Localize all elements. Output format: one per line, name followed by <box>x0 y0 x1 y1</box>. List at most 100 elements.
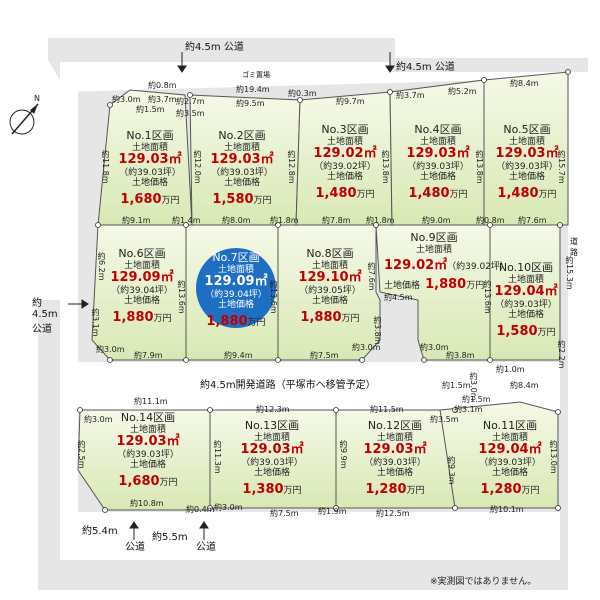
price-unit: 万円 <box>159 477 178 488</box>
dim-label: 約11.1m <box>134 397 168 406</box>
price-label: 土地価格 <box>253 468 290 479</box>
dim-label: 約9.0m <box>422 216 451 225</box>
price-label: 土地価格 <box>223 178 260 189</box>
price-label: 土地価格 <box>376 468 413 479</box>
road-top <box>60 62 570 92</box>
dim-label: 約5.2m <box>448 87 477 96</box>
lot-9-label: No.9区画 土地面積 129.02㎡（約39.02坪） 土地価格 1,880万… <box>384 231 509 293</box>
price-label: 土地価格 <box>129 460 166 471</box>
lot-area: 129.03㎡ <box>118 151 182 167</box>
lot-price: 1,480 <box>315 185 357 201</box>
dim-label: 約15.3m <box>565 256 574 290</box>
lot-13-label: No.13区画 土地面積 129.03㎡ （約39.03坪） 土地価格 1,38… <box>232 419 312 498</box>
lot-11-shape[interactable] <box>439 401 559 509</box>
lot-area: 129.03㎡ <box>210 151 274 167</box>
lot-10-shape[interactable] <box>489 224 561 361</box>
dim-label: 約1.5m <box>462 395 491 404</box>
area-label: 土地面積 <box>419 136 456 147</box>
price-label: 土地価格 <box>507 310 544 321</box>
lot-no: No.13区画 <box>244 419 300 432</box>
price-unit: 万円 <box>356 189 375 200</box>
lot-5-label: No.5区画 土地面積 129.03㎡ （約39.03坪） 土地価格 1,480… <box>487 123 567 202</box>
lot-1-shape[interactable] <box>97 89 193 226</box>
lot-7-label: No.7区画 土地面積 129.09㎡ （約39.04坪） 土地価格 1,880… <box>196 251 276 330</box>
north-compass: N <box>4 94 44 144</box>
price-label: 土地価格 <box>217 300 254 311</box>
lot-8-label: No.8区画 土地面積 129.10㎡ （約39.05坪） 土地価格 1,880… <box>290 247 370 326</box>
dim-label: 約7.9m <box>134 351 163 360</box>
lot-tsubo: （約39.03坪） <box>241 457 303 468</box>
lot-area: 129.03㎡ <box>116 433 180 449</box>
lot-area: 129.03㎡ <box>363 441 427 457</box>
dim-label: 約9.7m <box>336 97 365 106</box>
area-label: 土地面積 <box>376 432 413 443</box>
price-unit: 万円 <box>537 327 556 338</box>
lot-price: 1,680 <box>118 473 160 489</box>
dim-label: 約3.0m <box>84 415 113 424</box>
lot-tsubo: （約39.03坪） <box>479 457 541 468</box>
price-label: 土地価格 <box>131 178 168 189</box>
dim-label: 約7.5m <box>270 509 299 518</box>
road-bottom-left-label: 約5.4m <box>82 526 118 537</box>
lot-tsubo: （約39.03坪） <box>495 299 557 310</box>
lot-tsubo: （約39.02坪） <box>314 161 376 172</box>
price-unit: 万円 <box>283 485 302 496</box>
lot-area: 129.02㎡ <box>384 257 448 273</box>
dim-label: 約3.1m <box>454 405 483 414</box>
lot-tsubo: （約39.03坪） <box>119 167 181 178</box>
dim-label: 約7.6m <box>367 262 376 291</box>
road-left-label: 約4.5m 公道 <box>32 298 58 335</box>
lot-price: 1,680 <box>120 191 162 207</box>
area-label: 土地面積 <box>253 432 290 443</box>
price-label: 土地価格 <box>311 296 348 307</box>
lot-11-label: No.11区画 土地面積 129.04㎡ （約39.03坪） 土地価格 1,28… <box>470 419 550 498</box>
road-arrows <box>68 52 395 540</box>
price-unit: 万円 <box>247 317 266 328</box>
dim-label: 約9.5m <box>236 99 265 108</box>
dim-label: 約13.6m <box>269 280 278 314</box>
price-unit: 万円 <box>449 189 468 200</box>
lot-no: No.12区画 <box>367 419 423 432</box>
dim-label: 約13.6m <box>177 280 186 314</box>
area-label: 土地面積 <box>491 432 528 443</box>
dim-label: 約15.7m <box>557 150 566 184</box>
dim-label: 約1.8m <box>270 216 299 225</box>
lot-5-shape[interactable] <box>483 71 569 226</box>
disclaimer-note: ※実測図ではありません。 <box>430 577 537 587</box>
dim-label: 約10.8m <box>130 499 164 508</box>
price-unit: 万円 <box>521 485 540 496</box>
lot-tsubo: （約39.03坪） <box>496 161 558 172</box>
dim-label: 約9.3m <box>447 456 456 485</box>
dim-label: 約9.9m <box>339 440 348 469</box>
dim-label: 約3.0m <box>214 503 243 512</box>
road-top-right-label: 約4.5m 公道 <box>396 62 455 73</box>
dim-label: 約7.6m <box>518 216 547 225</box>
dim-label: 約10.1m <box>490 505 524 514</box>
dim-label: 約13.6m <box>483 280 492 314</box>
dim-label: 約1.4m <box>172 216 201 225</box>
dim-label: 約3.5m <box>176 109 205 118</box>
lot-area: 129.02㎡ <box>313 145 377 161</box>
lot-14-shape[interactable] <box>77 409 211 511</box>
price-label: 土地価格 <box>384 280 421 291</box>
lot-tsubo: （約39.03坪） <box>407 161 469 172</box>
price-label: 土地価格 <box>123 296 160 307</box>
lot-area: 129.09㎡ <box>110 269 174 285</box>
lot-8-shape[interactable] <box>277 224 381 361</box>
dim-label: 約7.8m <box>322 216 351 225</box>
road-left <box>60 80 78 560</box>
lot-no: No.2区画 <box>218 129 266 142</box>
dim-label: 約3.7m <box>148 95 177 104</box>
lot-area: 129.03㎡ <box>406 145 470 161</box>
lot-no: No.5区画 <box>503 123 551 136</box>
trash-label: ゴミ置場 <box>242 71 270 79</box>
road-middle-label: 約4.5m開発道路（平塚市へ移管予定） <box>200 380 376 391</box>
dim-label: 約11.8m <box>101 150 110 184</box>
area-label: 土地面積 <box>123 260 160 271</box>
lot-6-shape[interactable] <box>91 224 187 361</box>
lot-price: 1,480 <box>408 185 450 201</box>
lot-price: 1,880 <box>425 276 467 292</box>
dim-label: 約1.8m <box>366 216 395 225</box>
price-unit: 万円 <box>341 313 360 324</box>
